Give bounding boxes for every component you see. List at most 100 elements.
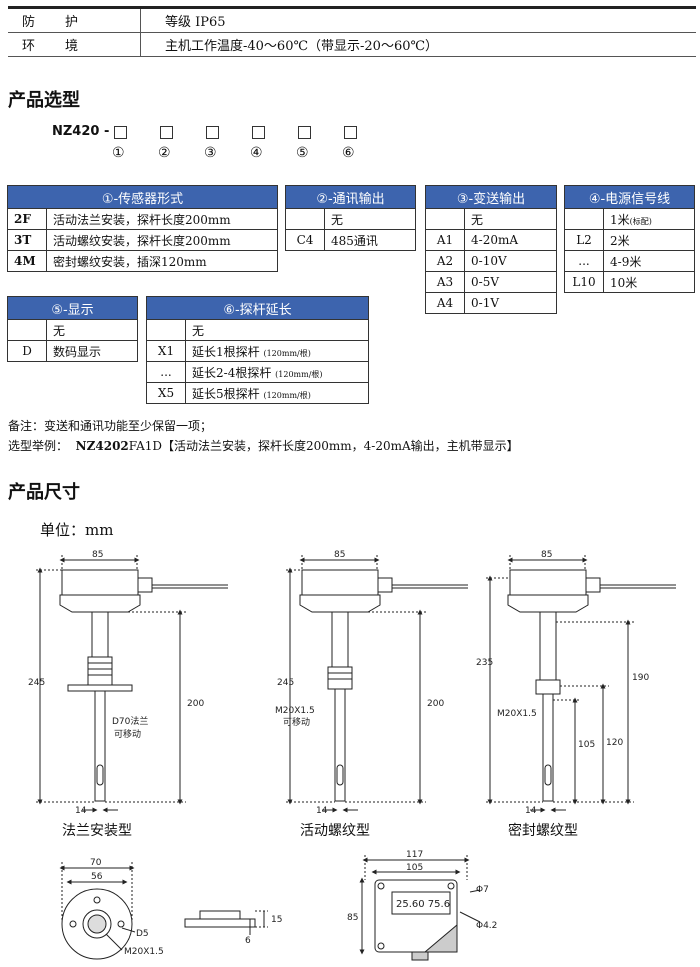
power-code	[564, 208, 604, 230]
front-hole-1: Φ7	[476, 885, 489, 895]
transmit-desc: 0-10V	[464, 250, 557, 272]
slot-number: ①	[112, 145, 125, 161]
caption-sealed-thread: 密封螺纹型	[508, 823, 578, 839]
movable-label-2: 可移动	[283, 716, 310, 728]
power-code: ...	[564, 250, 604, 272]
probe-desc: 延长2-4根探杆 (120mm/根)	[185, 361, 369, 383]
slot-box	[206, 126, 219, 139]
flange-dia-outer: 70	[90, 858, 102, 868]
transmit-desc: 0-5V	[464, 271, 557, 293]
transmit-code	[425, 208, 465, 230]
transmit-code: A2	[425, 250, 465, 272]
spec-value: 等级 IP65	[140, 6, 696, 33]
sensor-code: 2F	[7, 208, 47, 230]
spec-row: 环境 主机工作温度-40～60℃（带显示-20～60℃）	[8, 32, 696, 57]
sealed-thread-drawing	[486, 555, 676, 813]
transmit-code: A1	[425, 229, 465, 251]
spec-table: 防护 等级 IP65 环境 主机工作温度-40～60℃（带显示-20～60℃）	[8, 6, 696, 57]
flange-detail-drawing	[59, 862, 268, 960]
sensor-title: ①-传感器形式	[7, 185, 278, 209]
sensor-desc: 活动法兰安装，探杆长度200mm	[46, 208, 278, 230]
slot-box	[298, 126, 311, 139]
front-width-inner: 105	[406, 863, 423, 873]
front-hole-2: Φ4.2	[476, 921, 497, 931]
flange-thickness-2: 6	[245, 936, 251, 946]
example: 选型举例： NZ4202FA1D【活动法兰安装，探杆长度200mm，4-20mA…	[8, 439, 519, 453]
dim-b-3: 120	[606, 738, 623, 748]
front-view-drawing	[359, 855, 481, 961]
display-reading: 25.60 75.6	[396, 899, 450, 910]
slot-box	[160, 126, 173, 139]
flange-label: D70法兰	[112, 715, 148, 727]
dim-width-3: 85	[541, 550, 552, 560]
flange-type-drawing	[36, 555, 228, 813]
probe-code: X1	[146, 340, 186, 362]
comm-code	[285, 208, 325, 230]
sensor-desc: 活动螺纹安装，探杆长度200mm	[46, 229, 278, 251]
spec-key: 防护	[8, 6, 141, 33]
probe-desc: 延长5根探杆 (120mm/根)	[185, 382, 369, 404]
flange-thread: M20X1.5	[124, 947, 164, 957]
probe-desc: 无	[185, 319, 369, 341]
transmit-title: ③-变送输出	[425, 185, 557, 209]
sensor-code: 3T	[7, 229, 47, 251]
power-code: L2	[564, 229, 604, 251]
slot-box	[114, 126, 127, 139]
slot-number: ③	[204, 145, 217, 161]
flange-hole: D5	[136, 929, 149, 939]
spec-row: 防护 等级 IP65	[8, 6, 696, 33]
power-title: ④-电源信号线	[564, 185, 695, 209]
power-code: L10	[564, 271, 604, 293]
selection-title: 产品选型	[8, 90, 80, 111]
front-height: 85	[347, 913, 358, 923]
power-desc: 10米	[603, 271, 695, 293]
model-prefix: NZ420 -	[52, 124, 110, 139]
caption-movable-thread: 活动螺纹型	[300, 823, 370, 839]
spec-key: 环境	[8, 32, 141, 57]
transmit-code: A4	[425, 292, 465, 314]
dim-bottom-2: 14	[316, 806, 328, 816]
slot-number: ⑤	[296, 145, 309, 161]
dim-height-3: 235	[476, 658, 493, 668]
spec-value: 主机工作温度-40～60℃（带显示-20～60℃）	[140, 32, 696, 57]
dim-bottom-3: 14	[525, 806, 537, 816]
movable-label-1: 可移动	[114, 728, 141, 740]
comm-code: C4	[285, 229, 325, 251]
dim-a-3: 190	[632, 673, 649, 683]
dim-height-2: 245	[277, 678, 294, 688]
dim-probe-1: 200	[187, 699, 204, 709]
thread-label-3: M20X1.5	[497, 709, 537, 719]
unit-label: 单位：mm	[40, 521, 114, 539]
dim-height-1: 245	[28, 678, 45, 688]
front-width-outer: 117	[406, 850, 423, 860]
dim-probe-2: 200	[427, 699, 444, 709]
slot-number: ④	[250, 145, 263, 161]
power-desc: 4-9米	[603, 250, 695, 272]
remark: 备注：变送和通讯功能至少保留一项；	[8, 419, 213, 433]
slot-box	[344, 126, 357, 139]
movable-thread-drawing	[286, 555, 468, 813]
slot-number: ②	[158, 145, 171, 161]
dim-bottom-1: 14	[75, 806, 87, 816]
transmit-desc: 4-20mA	[464, 229, 557, 251]
display-code	[7, 319, 47, 341]
power-desc: 1米(标配)	[603, 208, 695, 230]
probe-code	[146, 319, 186, 341]
transmit-code: A3	[425, 271, 465, 293]
probe-code: X5	[146, 382, 186, 404]
transmit-desc: 无	[464, 208, 557, 230]
display-desc: 无	[46, 319, 138, 341]
comm-desc: 无	[324, 208, 416, 230]
dims-title: 产品尺寸	[8, 482, 80, 503]
caption-flange: 法兰安装型	[62, 823, 132, 839]
flange-thickness-1: 15	[271, 915, 282, 925]
probe-desc: 延长1根探杆 (120mm/根)	[185, 340, 369, 362]
sensor-code: 4M	[7, 250, 47, 272]
slot-box	[252, 126, 265, 139]
probe-title: ⑥-探杆延长	[146, 296, 369, 320]
